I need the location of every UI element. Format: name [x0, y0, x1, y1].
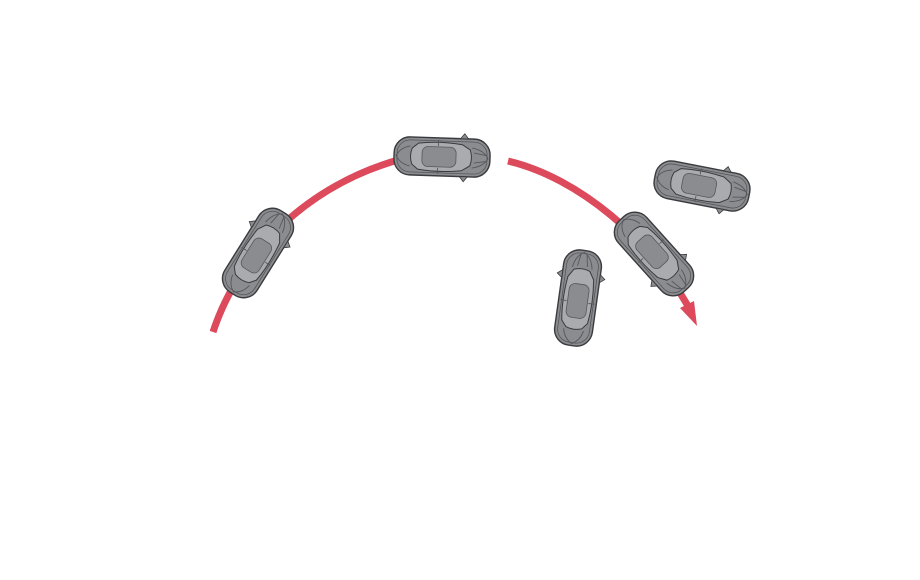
car-bottom-center-icon: [546, 246, 610, 350]
car-top-icon: [392, 130, 492, 184]
path-arrowhead: [680, 301, 697, 326]
car-right-far-icon: [649, 152, 755, 220]
